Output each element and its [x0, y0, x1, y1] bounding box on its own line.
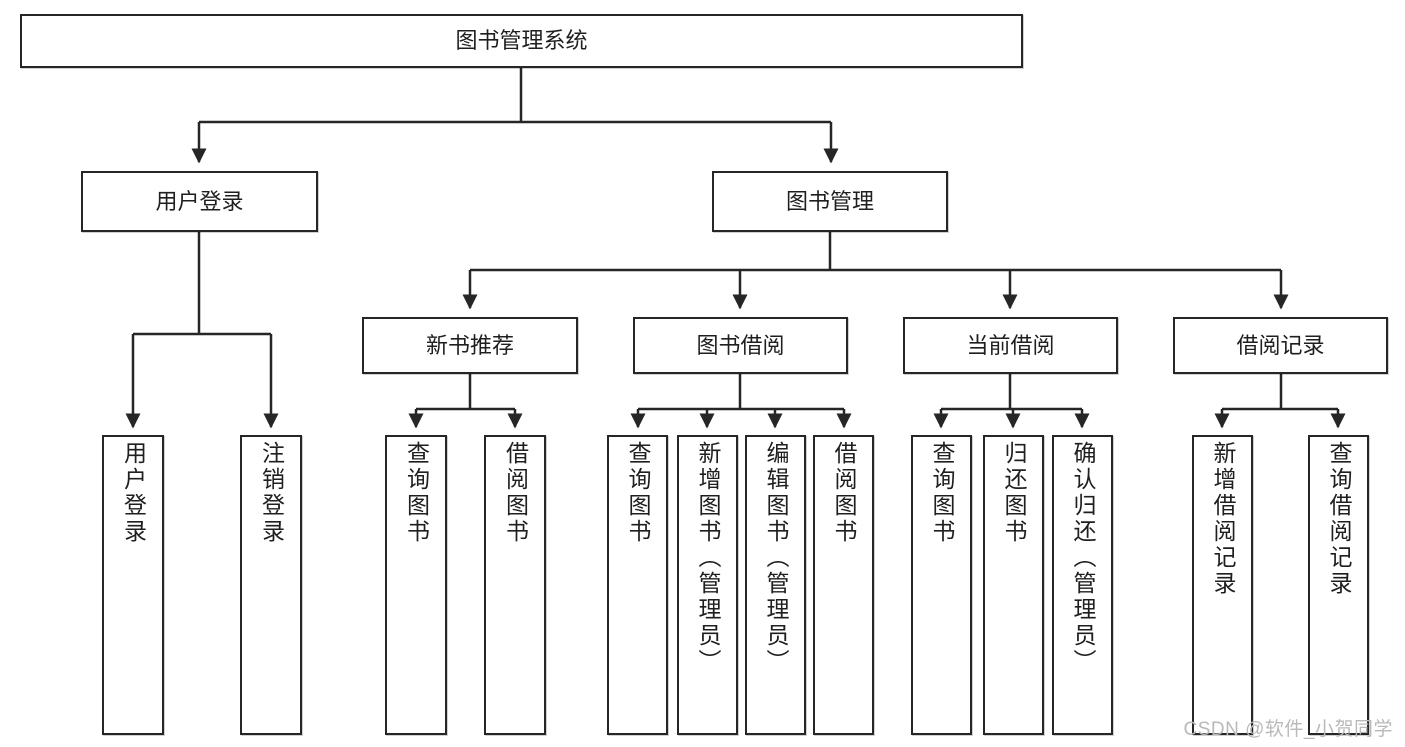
node-book-manage-label: 图书管理: [785, 188, 874, 214]
node-leaf-query-book-3[interactable]: 查询图书: [911, 435, 972, 735]
node-leaf-borrow-book-2-label: 借阅图书: [831, 441, 857, 545]
node-leaf-borrow-book-2[interactable]: 借阅图书: [813, 435, 874, 735]
node-book-borrow[interactable]: 图书借阅: [633, 317, 848, 374]
node-leaf-query-record-label: 查询借阅记录: [1326, 441, 1352, 597]
node-new-book-recommend[interactable]: 新书推荐: [362, 317, 578, 374]
node-user-login[interactable]: 用户登录: [81, 171, 318, 232]
node-leaf-confirm-return[interactable]: 确认归还（管理员）: [1052, 435, 1113, 735]
node-leaf-query-book-2[interactable]: 查询图书: [607, 435, 668, 735]
node-leaf-query-book-1[interactable]: 查询图书: [385, 435, 447, 735]
node-leaf-edit-book[interactable]: 编辑图书（管理员）: [745, 435, 806, 735]
node-leaf-confirm-return-label: 确认归还（管理员）: [1070, 441, 1096, 675]
node-leaf-return-book-label: 归还图书: [1001, 441, 1027, 545]
node-book-borrow-label: 图书借阅: [696, 332, 785, 358]
node-borrow-record-label: 借阅记录: [1236, 332, 1325, 358]
node-current-borrow[interactable]: 当前借阅: [903, 317, 1118, 374]
node-leaf-return-book[interactable]: 归还图书: [983, 435, 1044, 735]
node-leaf-logout[interactable]: 注销登录: [240, 435, 302, 735]
node-leaf-edit-book-label: 编辑图书（管理员）: [763, 441, 789, 675]
node-leaf-add-book[interactable]: 新增图书（管理员）: [677, 435, 738, 735]
node-leaf-add-record-label: 新增借阅记录: [1210, 441, 1236, 597]
node-leaf-logout-label: 注销登录: [258, 441, 285, 545]
node-book-manage[interactable]: 图书管理: [712, 171, 948, 232]
node-leaf-query-book-1-label: 查询图书: [403, 441, 430, 545]
node-leaf-query-record[interactable]: 查询借阅记录: [1308, 435, 1369, 735]
node-leaf-user-login-label: 用户登录: [120, 441, 147, 545]
node-leaf-add-book-label: 新增图书（管理员）: [695, 441, 721, 675]
node-leaf-borrow-book-1[interactable]: 借阅图书: [484, 435, 546, 735]
node-leaf-query-book-3-label: 查询图书: [929, 441, 955, 545]
node-leaf-add-record[interactable]: 新增借阅记录: [1192, 435, 1253, 735]
node-user-login-label: 用户登录: [155, 188, 244, 214]
watermark-text: CSDN @软件_小贺同学: [1183, 719, 1393, 740]
node-borrow-record[interactable]: 借阅记录: [1173, 317, 1388, 374]
node-root[interactable]: 图书管理系统: [20, 14, 1023, 68]
node-leaf-borrow-book-1-label: 借阅图书: [502, 441, 529, 545]
node-leaf-query-book-2-label: 查询图书: [625, 441, 651, 545]
node-current-borrow-label: 当前借阅: [966, 332, 1055, 358]
node-new-book-recommend-label: 新书推荐: [425, 332, 514, 358]
node-leaf-user-login[interactable]: 用户登录: [102, 435, 164, 735]
node-root-label: 图书管理系统: [455, 28, 588, 54]
